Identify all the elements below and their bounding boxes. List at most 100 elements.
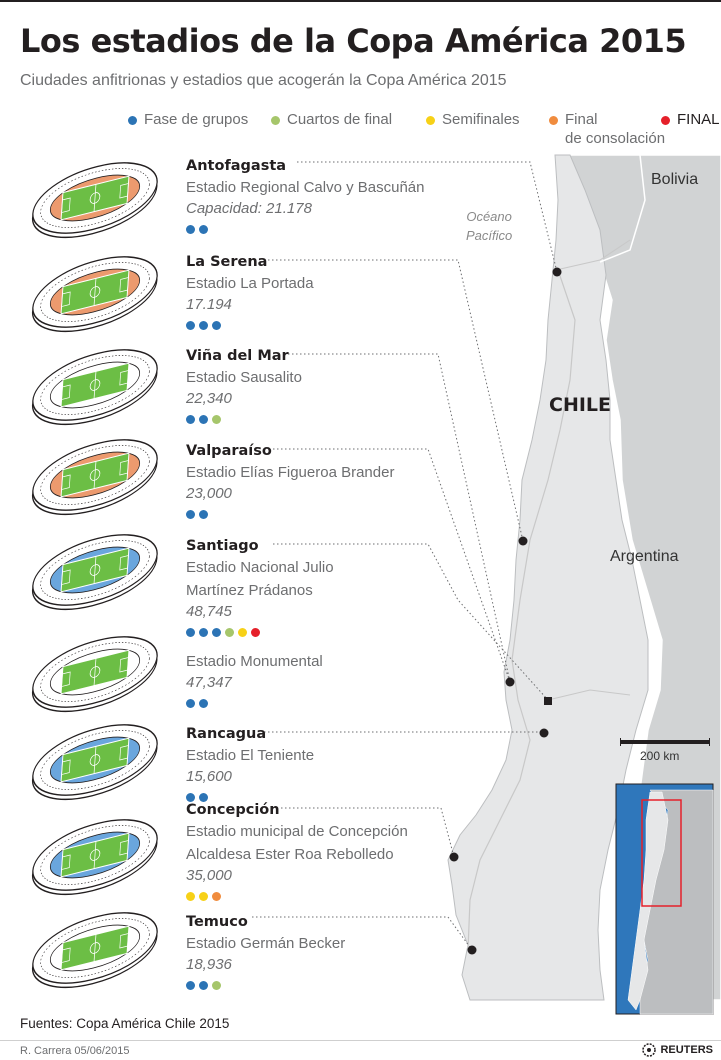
match-dots bbox=[186, 699, 323, 708]
match-dot bbox=[212, 628, 221, 637]
match-dot bbox=[199, 321, 208, 330]
match-dot bbox=[186, 510, 195, 519]
stadium-capacity: Capacidad: 21.178 bbox=[186, 200, 312, 217]
match-dot bbox=[238, 628, 247, 637]
legend-swatch bbox=[271, 116, 280, 125]
stadium-capacity: 15,600 bbox=[186, 768, 232, 785]
match-dot bbox=[225, 628, 234, 637]
city-name: Santiago bbox=[186, 538, 259, 554]
stadium-illustration bbox=[31, 819, 158, 895]
stadium-capacity: 17.194 bbox=[186, 296, 232, 313]
stadium-illustration bbox=[31, 724, 158, 800]
match-dots bbox=[186, 321, 314, 330]
reuters-logo: REUTERS bbox=[642, 1043, 713, 1057]
match-dot bbox=[212, 415, 221, 424]
footer-credit: R. Carrera 05/06/2015 bbox=[20, 1045, 130, 1057]
stadium-name: Estadio Germán Becker bbox=[186, 935, 346, 952]
stadium-name: Estadio municipal de Concepción Alcaldes… bbox=[186, 823, 408, 863]
legend-label: Fase de grupos bbox=[144, 111, 249, 128]
legend-label: Cuartos de final bbox=[287, 111, 393, 128]
match-dot bbox=[199, 628, 208, 637]
city-name: Rancagua bbox=[186, 726, 267, 742]
pin-vina bbox=[505, 677, 515, 687]
match-dot bbox=[186, 793, 195, 802]
stadium-name: Estadio Nacional Julio Martínez Prádanos bbox=[186, 559, 334, 599]
legend-label: Semifinales bbox=[442, 111, 520, 128]
match-dot bbox=[199, 699, 208, 708]
footer-sources: Fuentes: Copa América Chile 2015 bbox=[20, 1016, 230, 1031]
stadium-illustration bbox=[31, 256, 158, 332]
reuters-logo-icon bbox=[642, 1043, 657, 1057]
match-dot bbox=[199, 981, 208, 990]
stadium-name: Estadio La Portada bbox=[186, 275, 314, 292]
match-dots bbox=[186, 628, 334, 637]
match-dots bbox=[186, 892, 408, 901]
match-dots bbox=[186, 510, 394, 519]
pin-concepcion bbox=[449, 852, 459, 862]
stadium-name: Estadio El Teniente bbox=[186, 747, 315, 764]
stadium-capacity: 48,745 bbox=[186, 603, 232, 620]
footer-divider bbox=[0, 1040, 721, 1041]
stadium-illustration bbox=[31, 534, 158, 610]
match-dot bbox=[199, 510, 208, 519]
stadium-name: Estadio Monumental bbox=[186, 653, 323, 670]
chile-land bbox=[447, 154, 649, 1001]
neighbor-land bbox=[558, 154, 721, 1001]
match-dots bbox=[186, 225, 424, 234]
match-dot bbox=[251, 628, 260, 637]
stadium-illustration bbox=[31, 912, 158, 988]
pin-rancagua bbox=[539, 728, 549, 738]
pin-temuco bbox=[467, 945, 477, 955]
match-dot bbox=[186, 225, 195, 234]
label-ocean: Océano Pacífico bbox=[466, 209, 513, 243]
stadium-illustration bbox=[31, 636, 158, 712]
match-dot bbox=[199, 793, 208, 802]
stadium-capacity: 47,347 bbox=[186, 674, 232, 691]
road-line bbox=[555, 239, 631, 271]
match-dots bbox=[186, 981, 345, 990]
match-dot bbox=[212, 892, 221, 901]
stadium-illustration bbox=[31, 349, 158, 425]
pin-santiago bbox=[544, 697, 552, 705]
road-line bbox=[547, 689, 631, 701]
stadium-illustration bbox=[31, 162, 158, 238]
match-dot bbox=[212, 321, 221, 330]
match-dot bbox=[199, 225, 208, 234]
label-chile: CHILE bbox=[549, 394, 612, 416]
page-title: Los estadios de la Copa América 2015 bbox=[20, 22, 687, 60]
stadium-capacity: 22,340 bbox=[186, 390, 232, 407]
legend-label: FINAL bbox=[677, 111, 720, 128]
inset-map bbox=[615, 783, 714, 1015]
legend-swatch bbox=[549, 116, 558, 125]
stadium-entry: Estadio Monumental 47,347 bbox=[186, 650, 323, 708]
reuters-logo-text: REUTERS bbox=[660, 1044, 713, 1056]
road-line bbox=[467, 269, 576, 951]
match-dot bbox=[186, 981, 195, 990]
match-dots bbox=[186, 793, 314, 802]
city-name: Viña del Mar bbox=[186, 348, 289, 364]
stadium-name: Estadio Regional Calvo y Bascuñán bbox=[186, 179, 425, 196]
stadium-name: Estadio Sausalito bbox=[186, 369, 302, 386]
page-subtitle: Ciudades anfitrionas y estadios que acog… bbox=[20, 72, 507, 89]
legend-label: Final de consolación bbox=[565, 111, 666, 147]
pin-antofagasta bbox=[552, 267, 562, 277]
legend-swatch bbox=[128, 116, 137, 125]
legend-swatch bbox=[426, 116, 435, 125]
city-name: Temuco bbox=[186, 914, 248, 930]
top-rule bbox=[0, 0, 721, 2]
stadium-illustration bbox=[31, 439, 158, 515]
match-dot bbox=[186, 321, 195, 330]
match-dot bbox=[186, 415, 195, 424]
label-argentina: Argentina bbox=[610, 548, 679, 565]
city-pins bbox=[449, 267, 562, 955]
match-dot bbox=[186, 892, 195, 901]
scale-bar bbox=[620, 738, 710, 746]
